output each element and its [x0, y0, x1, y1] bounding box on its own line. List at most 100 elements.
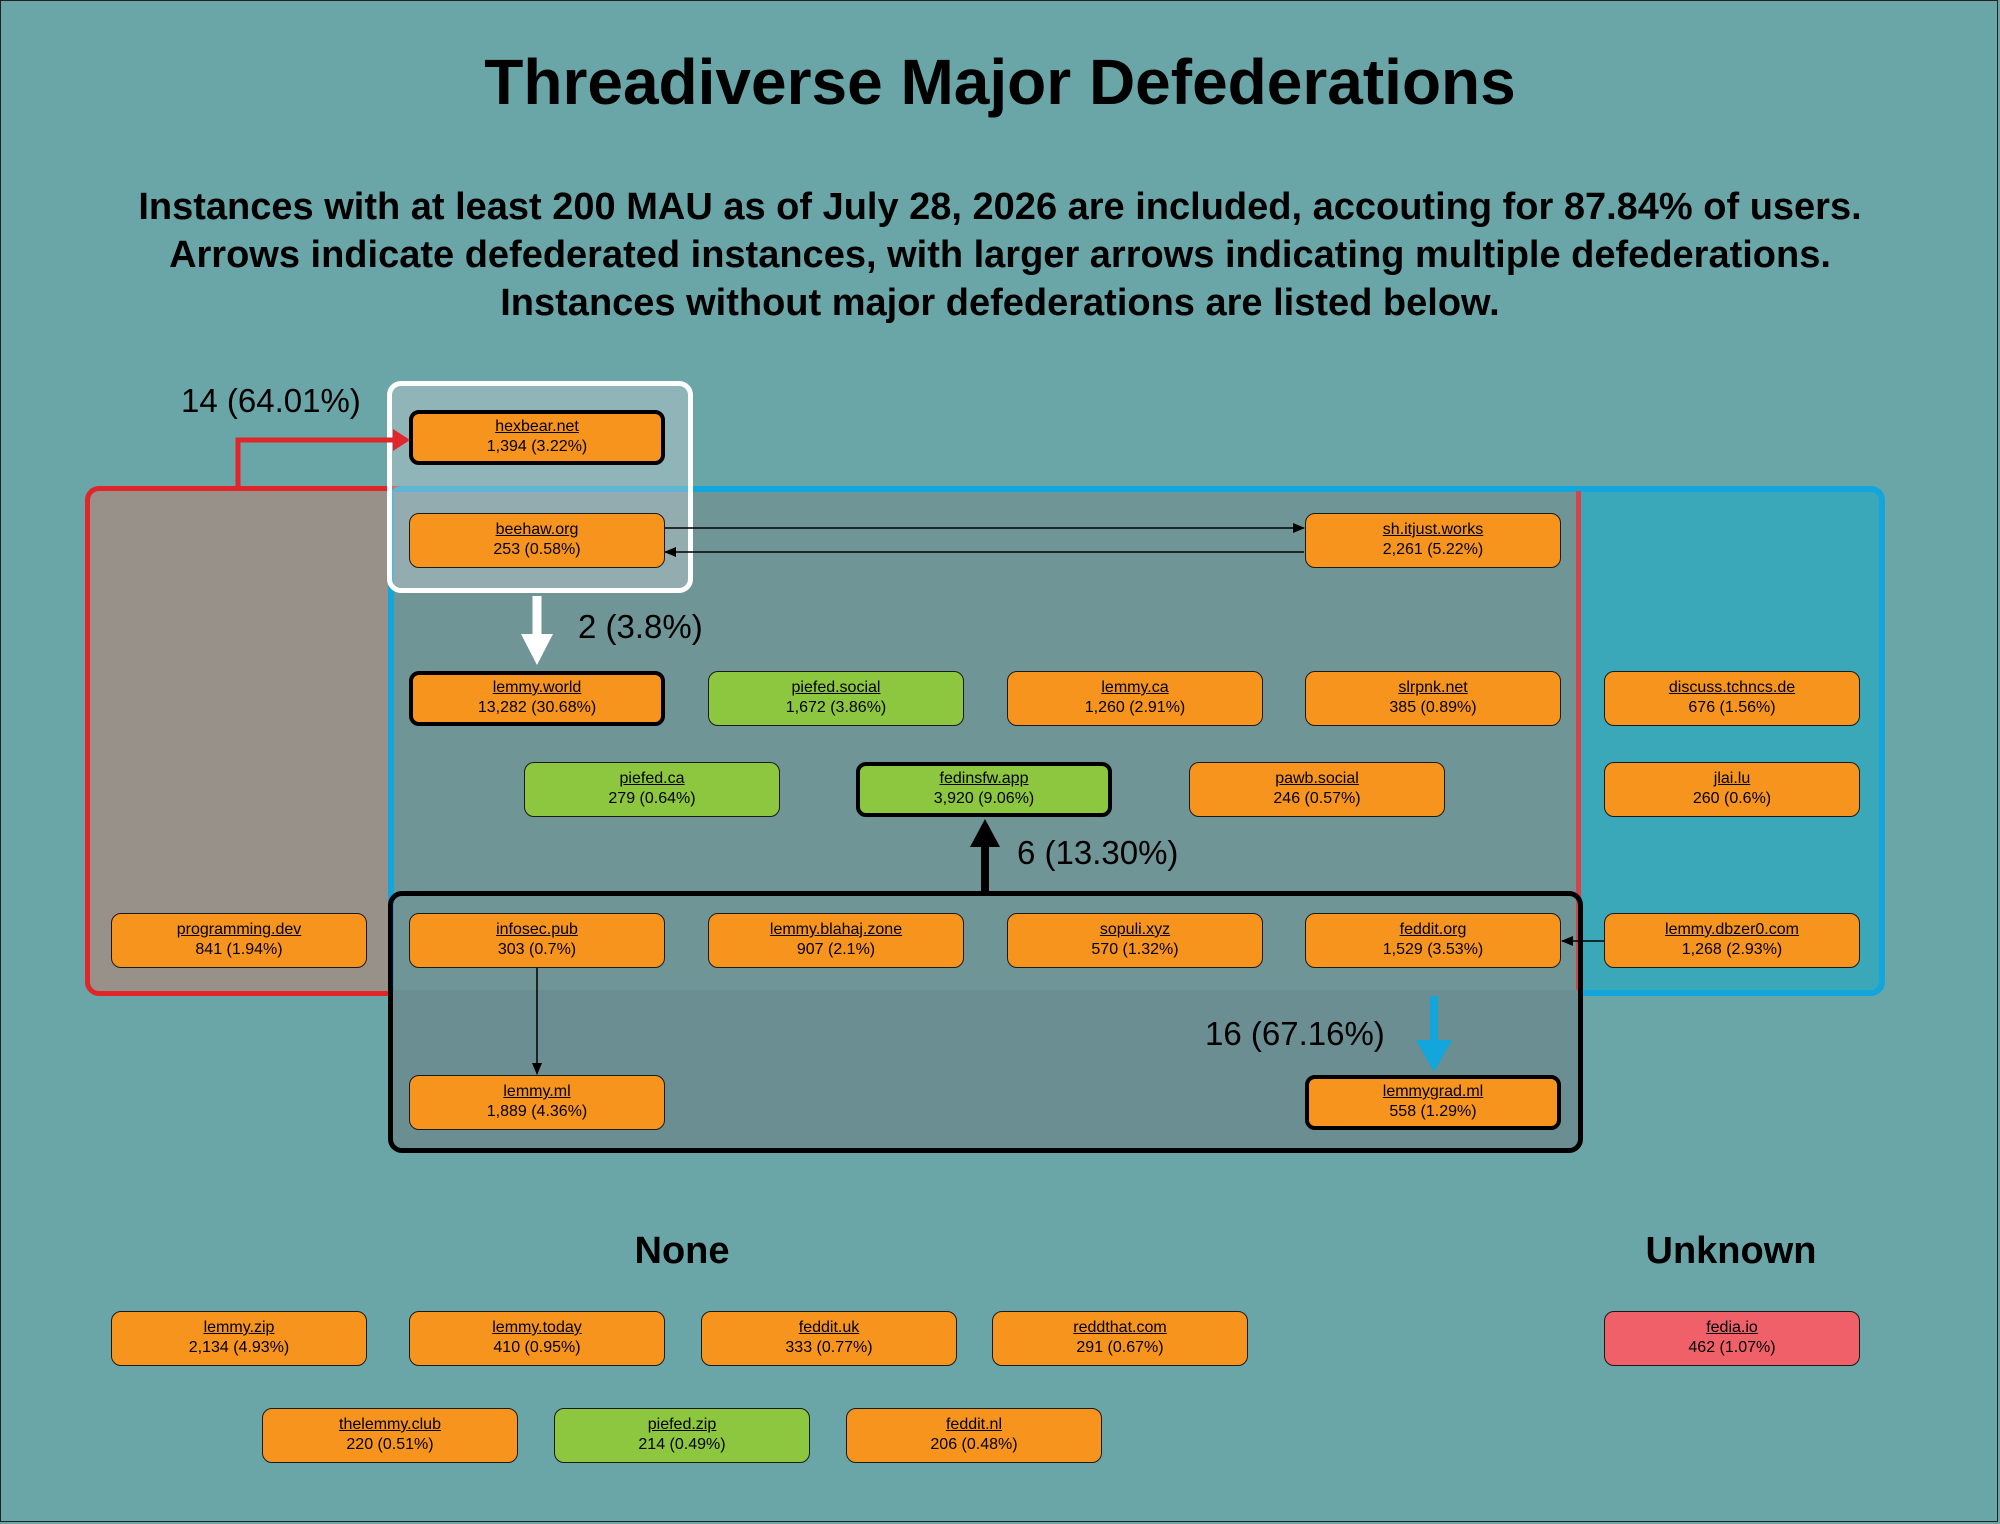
node-lemmy-world[interactable]: lemmy.world 13,282 (30.68%) — [409, 671, 665, 726]
node-fedinsfw[interactable]: fedinsfw.app 3,920 (9.06%) — [856, 762, 1112, 817]
node-piefed-social[interactable]: piefed.social 1,672 (3.86%) — [708, 671, 964, 726]
node-slrpnk[interactable]: slrpnk.net 385 (0.89%) — [1305, 671, 1561, 726]
node-name[interactable]: lemmy.dbzer0.com — [1665, 921, 1799, 938]
node-lemmy-dbzer0[interactable]: lemmy.dbzer0.com 1,268 (2.93%) — [1604, 913, 1860, 968]
node-stat: 558 (1.29%) — [1389, 1103, 1477, 1120]
node-discuss-tchncs[interactable]: discuss.tchncs.de 676 (1.56%) — [1604, 671, 1860, 726]
node-stat: 246 (0.57%) — [1273, 790, 1361, 807]
node-name[interactable]: piefed.zip — [647, 1416, 717, 1433]
node-stat: 570 (1.32%) — [1091, 941, 1179, 958]
node-name[interactable]: feddit.nl — [945, 1416, 1003, 1433]
node-pawb-social[interactable]: pawb.social 246 (0.57%) — [1189, 762, 1445, 817]
node-beehaw[interactable]: beehaw.org 253 (0.58%) — [409, 513, 665, 568]
node-infosec-pub[interactable]: infosec.pub 303 (0.7%) — [409, 913, 665, 968]
node-name[interactable]: thelemmy.club — [339, 1416, 441, 1433]
node-stat: 2,134 (4.93%) — [188, 1339, 290, 1356]
node-stat: 260 (0.6%) — [1692, 790, 1772, 807]
label-fedinsfw-defederations: 6 (13.30%) — [1017, 834, 1179, 871]
node-name[interactable]: sh.itjust.works — [1382, 521, 1484, 538]
node-stat: 1,268 (2.93%) — [1681, 941, 1783, 958]
node-stat: 462 (1.07%) — [1688, 1339, 1776, 1356]
node-stat: 333 (0.77%) — [785, 1339, 873, 1356]
node-name[interactable]: lemmy.ca — [1101, 679, 1169, 696]
node-lemmy-ca[interactable]: lemmy.ca 1,260 (2.91%) — [1007, 671, 1263, 726]
node-name[interactable]: sopuli.xyz — [1099, 921, 1171, 938]
node-stat: 1,529 (3.53%) — [1382, 941, 1484, 958]
node-lemmygrad[interactable]: lemmygrad.ml 558 (1.29%) — [1305, 1075, 1561, 1130]
node-stat: 1,889 (4.36%) — [486, 1103, 588, 1120]
node-name[interactable]: infosec.pub — [496, 921, 578, 938]
node-name[interactable]: beehaw.org — [495, 521, 579, 538]
unknown-heading: Unknown — [1645, 1230, 1817, 1272]
node-programming-dev[interactable]: programming.dev 841 (1.94%) — [111, 913, 367, 968]
subtitle-line-3: Instances without major defederations ar… — [500, 282, 1500, 324]
red-arrow-to-hexbear — [235, 437, 395, 486]
node-stat: 206 (0.48%) — [930, 1436, 1018, 1453]
label-hexbear-defederations: 14 (64.01%) — [181, 382, 361, 419]
node-stat: 291 (0.67%) — [1076, 1339, 1164, 1356]
node-shitjust[interactable]: sh.itjust.works 2,261 (5.22%) — [1305, 513, 1561, 568]
node-stat: 2,261 (5.22%) — [1382, 541, 1484, 558]
node-name[interactable]: slrpnk.net — [1398, 679, 1468, 696]
node-lemmy-ml[interactable]: lemmy.ml 1,889 (4.36%) — [409, 1075, 665, 1130]
subtitle-line-2: Arrows indicate defederated instances, w… — [169, 234, 1831, 276]
node-name[interactable]: lemmy.today — [492, 1319, 582, 1336]
node-name[interactable]: hexbear.net — [495, 418, 579, 435]
node-name[interactable]: lemmy.world — [492, 679, 582, 696]
red-group-right-edge — [1576, 491, 1581, 991]
node-stat: 907 (2.1%) — [796, 941, 876, 958]
node-stat: 214 (0.49%) — [638, 1436, 726, 1453]
node-stat: 841 (1.94%) — [195, 941, 283, 958]
node-stat: 253 (0.58%) — [493, 541, 581, 558]
label-lemmygrad-defederations: 16 (67.16%) — [1205, 1015, 1385, 1052]
none-heading: None — [634, 1230, 730, 1272]
node-name[interactable]: pawb.social — [1275, 770, 1359, 787]
node-stat: 220 (0.51%) — [346, 1436, 434, 1453]
node-piefed-ca[interactable]: piefed.ca 279 (0.64%) — [524, 762, 780, 817]
node-piefed-zip[interactable]: piefed.zip 214 (0.49%) — [554, 1408, 810, 1463]
node-name[interactable]: fedinsfw.app — [939, 770, 1029, 787]
node-feddit-nl[interactable]: feddit.nl 206 (0.48%) — [846, 1408, 1102, 1463]
node-lemmy-zip[interactable]: lemmy.zip 2,134 (4.93%) — [111, 1311, 367, 1366]
node-stat: 279 (0.64%) — [608, 790, 696, 807]
subtitle-line-1: Instances with at least 200 MAU as of Ju… — [138, 186, 1862, 228]
node-hexbear[interactable]: hexbear.net 1,394 (3.22%) — [409, 410, 665, 465]
node-feddit-uk[interactable]: feddit.uk 333 (0.77%) — [701, 1311, 957, 1366]
page-title: Threadiverse Major Defederations — [484, 46, 1516, 118]
node-name[interactable]: programming.dev — [176, 921, 302, 938]
node-sopuli[interactable]: sopuli.xyz 570 (1.32%) — [1007, 913, 1263, 968]
node-name[interactable]: feddit.uk — [798, 1319, 860, 1336]
black-group-region — [388, 891, 1583, 1153]
blue-red-overlap-region — [394, 492, 1577, 990]
node-stat: 1,260 (2.91%) — [1084, 699, 1186, 716]
node-stat: 303 (0.7%) — [497, 941, 577, 958]
node-jlai-lu[interactable]: jlai.lu 260 (0.6%) — [1604, 762, 1860, 817]
node-name[interactable]: lemmy.zip — [203, 1319, 275, 1336]
node-name[interactable]: discuss.tchncs.de — [1668, 679, 1796, 696]
node-name[interactable]: lemmygrad.ml — [1382, 1083, 1484, 1100]
node-name[interactable]: lemmy.blahaj.zone — [769, 921, 903, 938]
node-name[interactable]: piefed.social — [791, 679, 881, 696]
node-name[interactable]: jlai.lu — [1713, 770, 1751, 787]
node-stat: 385 (0.89%) — [1389, 699, 1477, 716]
node-reddthat[interactable]: reddthat.com 291 (0.67%) — [992, 1311, 1248, 1366]
node-stat: 676 (1.56%) — [1688, 699, 1776, 716]
label-lemmy-world-defederations: 2 (3.8%) — [578, 608, 703, 645]
node-name[interactable]: piefed.ca — [619, 770, 685, 787]
node-stat: 3,920 (9.06%) — [933, 790, 1035, 807]
node-name[interactable]: fedia.io — [1706, 1319, 1758, 1336]
node-stat: 13,282 (30.68%) — [477, 699, 597, 716]
node-feddit-org[interactable]: feddit.org 1,529 (3.53%) — [1305, 913, 1561, 968]
node-name[interactable]: reddthat.com — [1073, 1319, 1167, 1336]
node-lemmy-today[interactable]: lemmy.today 410 (0.95%) — [409, 1311, 665, 1366]
node-lemmy-blahaj[interactable]: lemmy.blahaj.zone 907 (2.1%) — [708, 913, 964, 968]
node-thelemmy-club[interactable]: thelemmy.club 220 (0.51%) — [262, 1408, 518, 1463]
node-name[interactable]: feddit.org — [1399, 921, 1467, 938]
node-stat: 410 (0.95%) — [493, 1339, 581, 1356]
node-stat: 1,394 (3.22%) — [486, 438, 588, 455]
node-stat: 1,672 (3.86%) — [785, 699, 887, 716]
node-fedia-io[interactable]: fedia.io 462 (1.07%) — [1604, 1311, 1860, 1366]
node-name[interactable]: lemmy.ml — [503, 1083, 571, 1100]
